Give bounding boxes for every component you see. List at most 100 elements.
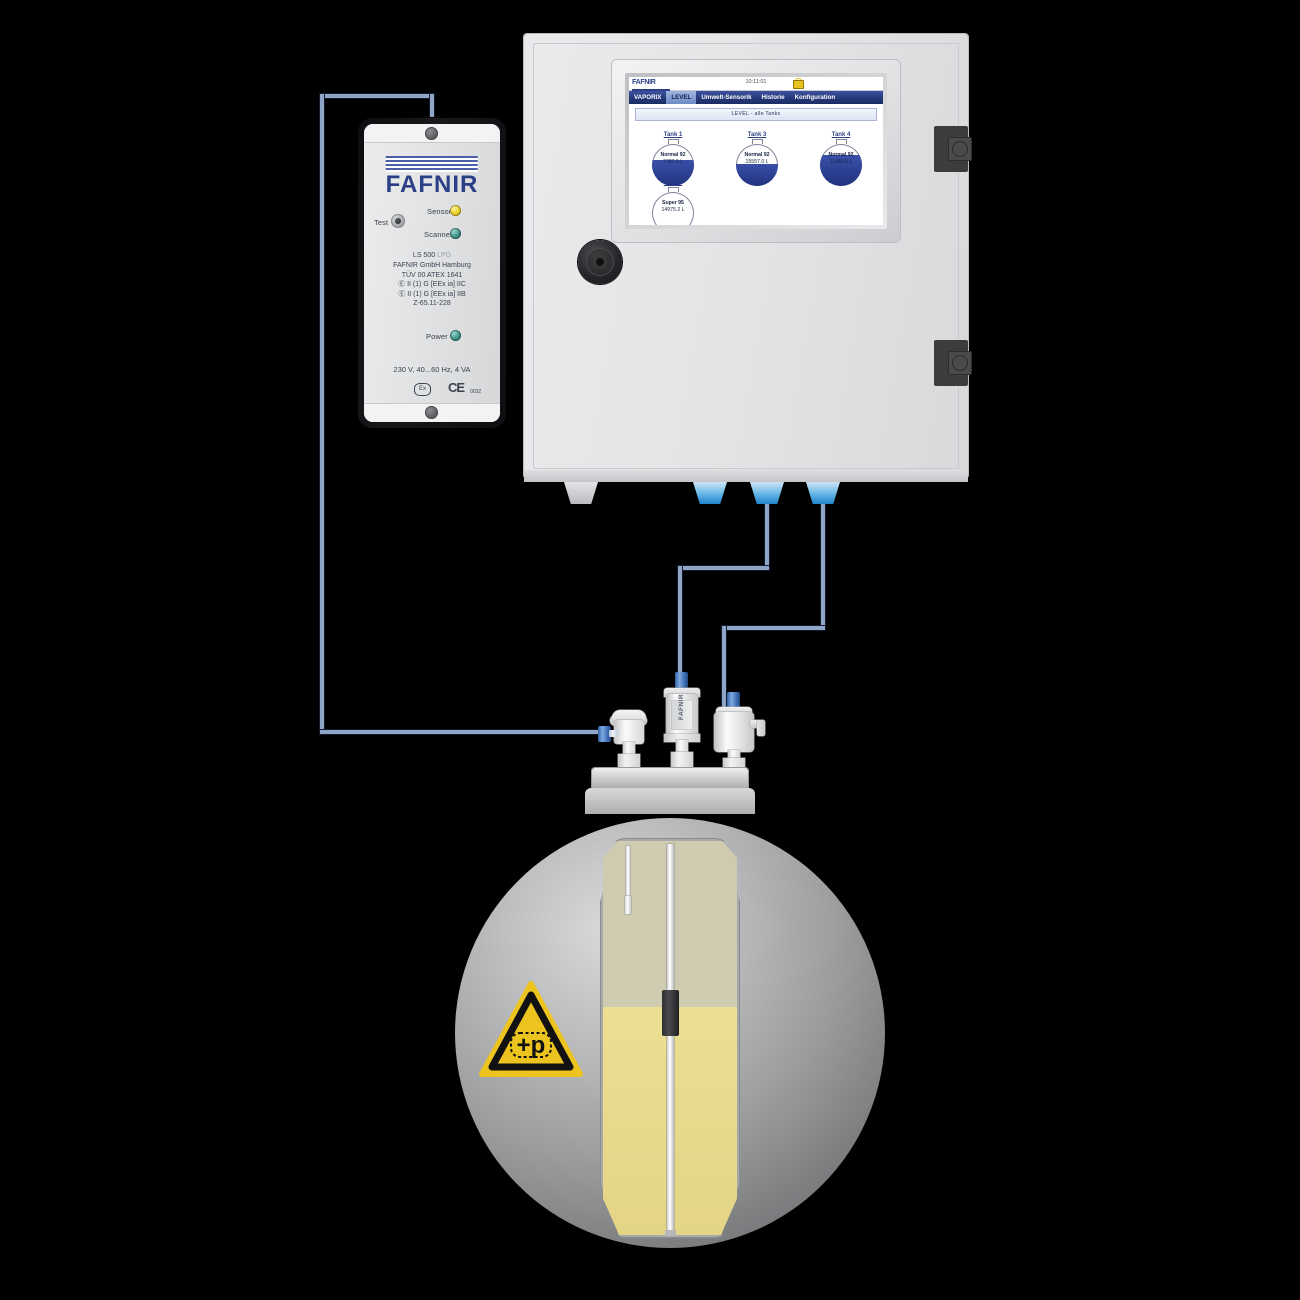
tank-volume-5: 14975.2 L (661, 207, 685, 213)
screen-menubar[interactable]: VAPORIX LEVEL Umwelt-Sensorik Historie K… (629, 91, 883, 104)
led-label-sensor: Sensor (427, 207, 452, 216)
menu-item-vaporix[interactable]: VAPORIX (634, 94, 662, 101)
sensor-left[interactable] (598, 706, 650, 770)
tank-volume-3: 15557.0 L (745, 159, 769, 165)
sensor-right[interactable] (710, 692, 766, 774)
sensor-left-connector-cap (609, 730, 618, 737)
sensor-middle-connector[interactable] (675, 672, 688, 688)
cable-gland-1 (564, 482, 598, 504)
screen-tank-overview: Tank 1 Normal 92 7787.5 L Tank 3 (629, 121, 883, 225)
hmi-display-inner-bezel: FAFNIR 10:11:01 VAPORIX LEVEL Umwelt-Sen… (625, 73, 887, 229)
test-button[interactable] (391, 214, 405, 228)
mounting-screw-top (425, 127, 438, 140)
mounting-screw-bottom (425, 406, 438, 419)
tank-product-3: Normal 92 (744, 152, 770, 158)
screen-titlebar: FAFNIR 10:11:01 (629, 77, 883, 91)
menu-item-konfiguration[interactable]: Konfiguration (794, 94, 836, 101)
hinge-barrel-icon (948, 351, 972, 375)
tank-dome (585, 788, 755, 814)
tank-neck-icon (751, 139, 763, 144)
ls500-variant: LPG (437, 252, 452, 259)
svg-text:+p: +p (517, 1032, 546, 1059)
cable-ls500-left-vertical (320, 94, 324, 734)
tank-fill-1 (652, 159, 694, 186)
tank-neck-icon (667, 187, 679, 192)
fafnir-logo-text: FAFNIR (385, 171, 479, 198)
secondary-probe-rod (626, 846, 630, 908)
padlock-icon[interactable] (793, 78, 804, 89)
sensor-middle-foot (664, 734, 700, 742)
tank-flask-4: Normal 92 11460.5 L (820, 144, 862, 186)
cable-gland-2 (693, 482, 727, 504)
tank-widget-3[interactable]: Tank 3 Normal 92 15557.0 L (725, 131, 789, 186)
sensor-middle-fafnir[interactable]: FAFNIR (658, 672, 706, 770)
tank-fill-4 (820, 154, 862, 186)
ls500-front-face: FAFNIR Sensor Scanner Test LS 500 LPG FA… (364, 124, 500, 422)
fafnir-logo: FAFNIR (386, 156, 479, 197)
sensor-middle-label-plate (671, 700, 693, 730)
tank-widget-4[interactable]: Tank 4 Normal 92 11460.5 L (809, 131, 873, 186)
hmi-screen[interactable]: FAFNIR 10:11:01 VAPORIX LEVEL Umwelt-Sen… (629, 77, 883, 225)
ls500-spec-1: FAFNIR GmbH Hamburg (393, 262, 471, 269)
sensor-left-connector[interactable] (598, 726, 611, 742)
cable-gland3-down (765, 486, 769, 568)
sensor-left-base (618, 754, 640, 770)
ls500-spec-3: Ⓔ II (1) G [EEx ia] IIC (398, 281, 466, 288)
hinge-barrel-icon (948, 137, 972, 161)
tank-inner-vessel (600, 838, 740, 1238)
tank-widget-1[interactable]: Tank 1 Normal 92 7787.5 L (641, 131, 705, 186)
menu-item-umwelt-sensorik[interactable]: Umwelt-Sensorik (701, 94, 752, 101)
cabinet-door-lock[interactable] (578, 240, 622, 284)
secondary-probe-tip (625, 896, 631, 914)
sensor-right-connector[interactable] (727, 692, 740, 708)
scanner-led-icon (450, 228, 461, 239)
ce-mark-icon: CE (448, 380, 465, 395)
ls500-lpg-module[interactable]: FAFNIR Sensor Scanner Test LS 500 LPG FA… (358, 118, 506, 428)
fafnir-logo-bars (385, 156, 478, 172)
led-label-scanner: Scanner (424, 230, 453, 239)
screen-breadcrumb: LEVEL - alle Tanks (635, 108, 877, 121)
menu-item-historie[interactable]: Historie (761, 94, 785, 101)
tank-name-3: Tank 3 (747, 132, 767, 138)
cabinet-hinge-bottom (934, 340, 972, 386)
tank-flask-1: Normal 92 7787.5 L (652, 144, 694, 186)
tank-name-4: Tank 4 (831, 132, 851, 138)
sensor-middle-neck (676, 740, 688, 754)
cable-gland3-horizontal (678, 566, 769, 570)
screen-logo-text: FAFNIR (632, 79, 656, 86)
cable-ls500-to-sensor (320, 730, 610, 734)
padlock-body (793, 80, 804, 89)
tank-name-1: Tank 1 (663, 132, 683, 138)
cable-to-sensor-middle (678, 566, 682, 688)
led-label-power: Power (426, 332, 448, 341)
cable-to-sensor-right (722, 626, 726, 710)
ce-number: 0032 (470, 389, 482, 395)
screen-clock: 10:11:01 (745, 79, 767, 85)
sensor-left-housing (614, 720, 644, 744)
tank-volume-4: 11460.5 L (829, 159, 853, 165)
tank-manhole-flange (592, 768, 748, 790)
cabinet-door-edge (533, 43, 959, 469)
ls500-model-line: LS 500 LPG (364, 251, 500, 260)
test-label: Test (374, 218, 389, 227)
tank-neck-icon (835, 139, 847, 144)
tank-product-1: Normal 92 (660, 152, 686, 158)
power-rating-label: 230 V, 40...60 Hz, 4 VA (393, 365, 471, 374)
tank-product-5: Super 95 (662, 200, 684, 206)
tank-flask-5: Super 95 14975.2 L (652, 192, 694, 225)
sensor-middle-brand: FAFNIR (678, 694, 685, 720)
ls500-model: LS 500 (412, 252, 436, 259)
menu-item-level[interactable]: LEVEL (666, 91, 697, 104)
ls500-spec-4: Ⓔ II (1) G [EEx ia] IIB (398, 290, 466, 298)
cable-gland4-horizontal (722, 626, 825, 630)
cable-gland-3 (750, 482, 784, 504)
sensor-middle-base (671, 752, 693, 768)
tank-fill-3 (736, 164, 778, 186)
tank-readout-1: Normal 92 7787.5 L (652, 152, 694, 166)
sensor-right-housing (714, 712, 754, 752)
tank-widget-5[interactable]: Tank 5 Super 95 14975.2 L (641, 179, 705, 225)
power-led-icon (450, 330, 461, 341)
sensor-right-shoulder (716, 707, 752, 715)
tank-neck-icon (667, 139, 679, 144)
